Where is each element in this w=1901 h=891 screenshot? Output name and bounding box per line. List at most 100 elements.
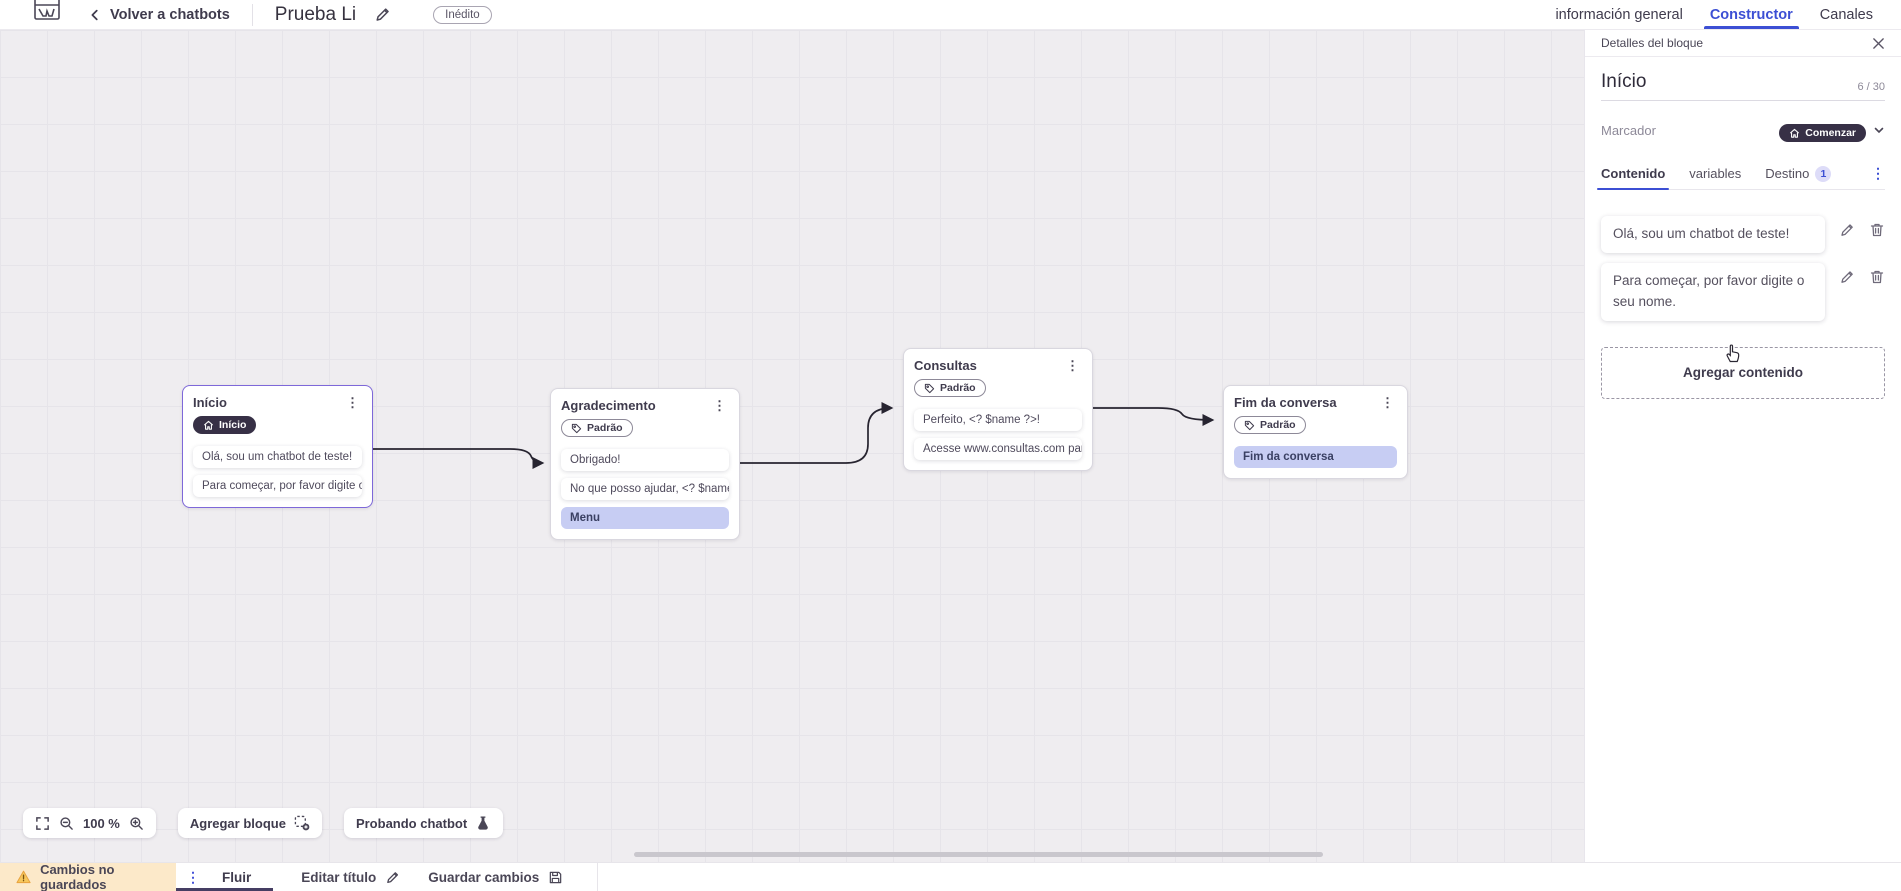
- tag-badge: Padrão: [1234, 416, 1306, 434]
- home-icon: [204, 420, 213, 430]
- tag-badge: Padrão: [914, 379, 986, 397]
- zoom-out-icon[interactable]: [59, 816, 74, 831]
- tag-icon: [1244, 420, 1255, 430]
- warning-label: Cambios no guardados: [40, 862, 115, 891]
- content-list: Olá, sou um chatbot de teste! Para começ…: [1601, 216, 1885, 321]
- status-badge: Inédito: [433, 5, 492, 24]
- warning-icon: [16, 870, 31, 884]
- tag-badge: Padrão: [561, 419, 633, 437]
- back-to-chatbots-button[interactable]: Volver a chatbots: [88, 7, 230, 23]
- flow-tab-menu-icon[interactable]: ⋮: [186, 868, 200, 885]
- edit-content-icon[interactable]: [1839, 269, 1855, 285]
- block-name-row: Início 6 / 30: [1601, 71, 1885, 101]
- flow-tab-label: Fluir: [222, 869, 252, 885]
- zoom-in-icon[interactable]: [129, 816, 144, 831]
- flow-node-agradecimento[interactable]: Agradecimento ⋮ Padrão Obrigado! No que p…: [550, 388, 740, 540]
- start-badge: Início: [193, 416, 257, 434]
- app-logo: [34, 0, 60, 20]
- flow-node-fim-da-conversa[interactable]: Fim da conversa ⋮ Padrão Fim da conversa: [1223, 385, 1408, 479]
- content-message[interactable]: Olá, sou um chatbot de teste!: [1601, 216, 1825, 253]
- fit-view-icon[interactable]: [35, 816, 50, 831]
- char-count: 6 / 30: [1857, 81, 1885, 93]
- bottombar-divider: [597, 863, 599, 891]
- tab-canales[interactable]: Canales: [1819, 6, 1873, 23]
- add-block-button[interactable]: Agregar bloque: [177, 808, 322, 838]
- delete-content-icon[interactable]: [1869, 269, 1885, 285]
- zoom-level: 100 %: [83, 815, 120, 831]
- node-item[interactable]: Olá, sou um chatbot de teste!: [193, 445, 362, 468]
- zoom-controls: 100 %: [23, 808, 156, 838]
- home-icon: [1790, 128, 1800, 138]
- node-item[interactable]: Perfeito, <? $name ?>!: [914, 408, 1082, 431]
- back-label: Volver a chatbots: [110, 6, 230, 23]
- horizontal-scrollbar[interactable]: [634, 852, 1323, 857]
- add-content-label: Agregar contenido: [1682, 365, 1803, 381]
- panel-title: Detalles del bloque: [1601, 36, 1704, 50]
- node-item[interactable]: No que posso ajudar, <? $name ...: [561, 477, 729, 500]
- chevron-down-icon: [1874, 127, 1884, 134]
- node-item[interactable]: Obrigado!: [561, 448, 729, 471]
- content-message[interactable]: Para começar, por favor digite o seu nom…: [1601, 262, 1825, 321]
- panel-header: Detalles del bloque: [1585, 30, 1901, 57]
- save-changes-button[interactable]: Guardar cambios: [428, 863, 563, 891]
- save-changes-label: Guardar cambios: [428, 869, 540, 885]
- delete-content-icon[interactable]: [1869, 222, 1885, 238]
- edit-title-button[interactable]: Editar título: [301, 863, 400, 891]
- node-title: Início: [193, 395, 227, 410]
- start-marker-badge: Comenzar: [1779, 124, 1866, 142]
- test-chatbot-button[interactable]: Probando chatbot: [343, 808, 504, 838]
- connection-inicio-agradecimento: [372, 448, 545, 469]
- node-title: Fim da conversa: [1234, 395, 1337, 410]
- node-item[interactable]: Menu: [561, 506, 729, 529]
- node-title: Consultas: [914, 358, 977, 373]
- flow-tab[interactable]: ⋮ Fluir: [176, 863, 274, 891]
- node-item[interactable]: Para começar, por favor digite o ...: [193, 474, 362, 497]
- flask-icon: [475, 815, 491, 831]
- add-block-label: Agregar bloque: [189, 815, 286, 831]
- node-menu-icon[interactable]: ⋮: [346, 395, 359, 410]
- close-icon[interactable]: [1872, 37, 1885, 50]
- node-title: Agradecimento: [561, 398, 656, 413]
- edit-title-icon[interactable]: [374, 6, 391, 23]
- panel-tab-contenido[interactable]: Contenido: [1596, 158, 1670, 190]
- panel-tab-label: Destino: [1765, 166, 1810, 181]
- flow-canvas[interactable]: Início ⋮ Início Olá, sou um chatbot de t…: [0, 30, 1584, 862]
- chevron-left-icon: [91, 9, 98, 20]
- edit-content-icon[interactable]: [1839, 222, 1855, 238]
- node-menu-icon[interactable]: ⋮: [1066, 358, 1079, 373]
- flow-node-in-cio[interactable]: Início ⋮ Início Olá, sou um chatbot de t…: [182, 385, 373, 508]
- badge-label: Padrão: [587, 422, 623, 434]
- flow-node-consultas[interactable]: Consultas ⋮ Padrão Perfeito, <? $name ?>…: [903, 348, 1093, 471]
- connection-agradecimento-consultas: [739, 402, 894, 464]
- test-chatbot-label: Probando chatbot: [355, 815, 468, 831]
- node-item[interactable]: Acesse www.consultas.com par...: [914, 437, 1082, 460]
- tab-informaci-n-general[interactable]: información general: [1555, 6, 1683, 23]
- save-icon: [548, 870, 563, 885]
- node-menu-icon[interactable]: ⋮: [713, 398, 726, 413]
- add-block-icon: [294, 815, 310, 831]
- node-menu-icon[interactable]: ⋮: [1381, 395, 1394, 410]
- content-row: Para começar, por favor digite o seu nom…: [1601, 262, 1885, 321]
- tag-icon: [924, 383, 935, 393]
- block-details-panel: Detalles del bloque Início 6 / 30 Marcad…: [1584, 30, 1901, 862]
- panel-options-menu-icon[interactable]: ⋮: [1871, 165, 1885, 181]
- content-row: Olá, sou um chatbot de teste!: [1601, 216, 1885, 253]
- panel-tab-label: Contenido: [1601, 166, 1666, 181]
- topbar-tabs: información general Constructor Canales: [1555, 0, 1873, 29]
- marker-label: Marcador: [1601, 122, 1656, 138]
- block-name-input[interactable]: Início: [1601, 71, 1647, 92]
- add-content-button[interactable]: Agregar contenido: [1601, 346, 1885, 399]
- marker-row: Marcador Comenzar: [1601, 118, 1885, 142]
- badge-label: Padrão: [940, 382, 976, 394]
- panel-tab-variables[interactable]: variables: [1689, 158, 1741, 189]
- topbar-divider: [251, 3, 253, 26]
- tag-icon: [571, 423, 582, 433]
- panel-tab-label: variables: [1689, 166, 1742, 181]
- marker-dropdown[interactable]: Comenzar: [1779, 118, 1885, 142]
- node-item[interactable]: Fim da conversa: [1234, 445, 1397, 468]
- marker-value-label: Comenzar: [1805, 127, 1856, 139]
- tab-constructor[interactable]: Constructor: [1703, 0, 1799, 29]
- badge-label: Padrão: [1260, 419, 1296, 431]
